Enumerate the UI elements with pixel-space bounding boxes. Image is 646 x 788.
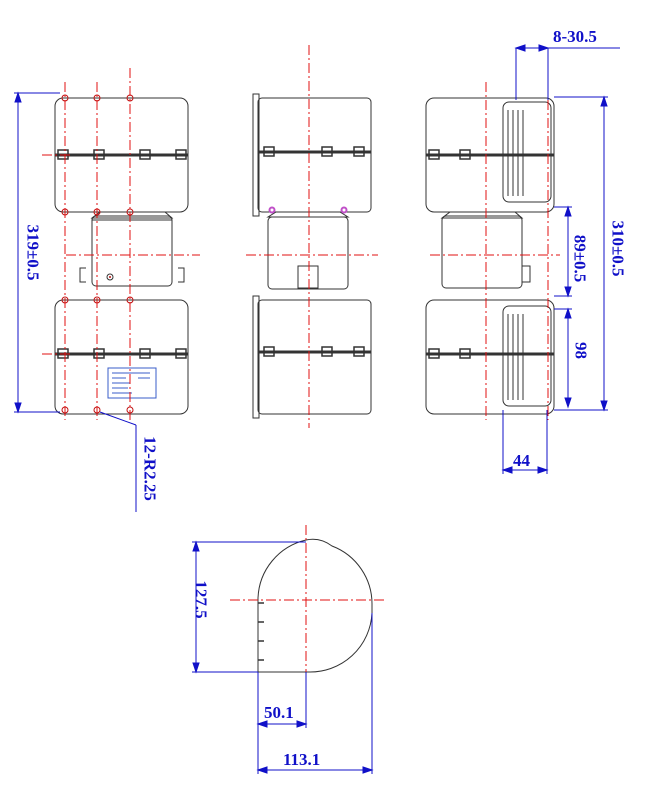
dim-319 [14,91,60,414]
right-lower-housing [425,299,555,415]
housing-profile [257,538,373,673]
dim-44 [501,410,549,474]
dim-89 [554,205,572,298]
right-view [425,97,555,415]
front-view [54,94,189,415]
dim-113 [256,613,374,774]
label-8-30: 8-30.5 [553,27,597,46]
front-centerlines [42,68,200,420]
dim-50 [256,672,308,728]
dim-310 [554,95,608,412]
side-centerlines [246,45,378,428]
side-motor [267,216,349,290]
right-lower-wheel [502,305,552,407]
label-98: 98 [571,342,591,359]
front-motor [91,215,173,287]
dim-98 [554,307,572,409]
label-89: 89±0.5 [570,234,590,283]
label-310: 310±0.5 [608,220,628,277]
front-upper-clips [57,149,187,160]
side-lower-housing [257,299,372,415]
leader-12-R2 [99,411,137,512]
side-view [252,93,372,419]
label-127: 127.5 [191,580,211,619]
label-44: 44 [513,451,530,470]
dim-8-30 [514,44,620,100]
dim-127 [192,540,306,674]
label-113: 113.1 [283,750,321,769]
label-12-R2: 12-R2.25 [140,436,160,501]
housing-centerlines [230,525,385,690]
right-upper-wheel [502,101,552,203]
label-319: 319±0.5 [23,224,43,281]
right-centerlines [430,82,560,420]
front-lower-housing [54,299,189,415]
label-50: 50.1 [264,703,294,722]
right-motor [441,215,523,289]
